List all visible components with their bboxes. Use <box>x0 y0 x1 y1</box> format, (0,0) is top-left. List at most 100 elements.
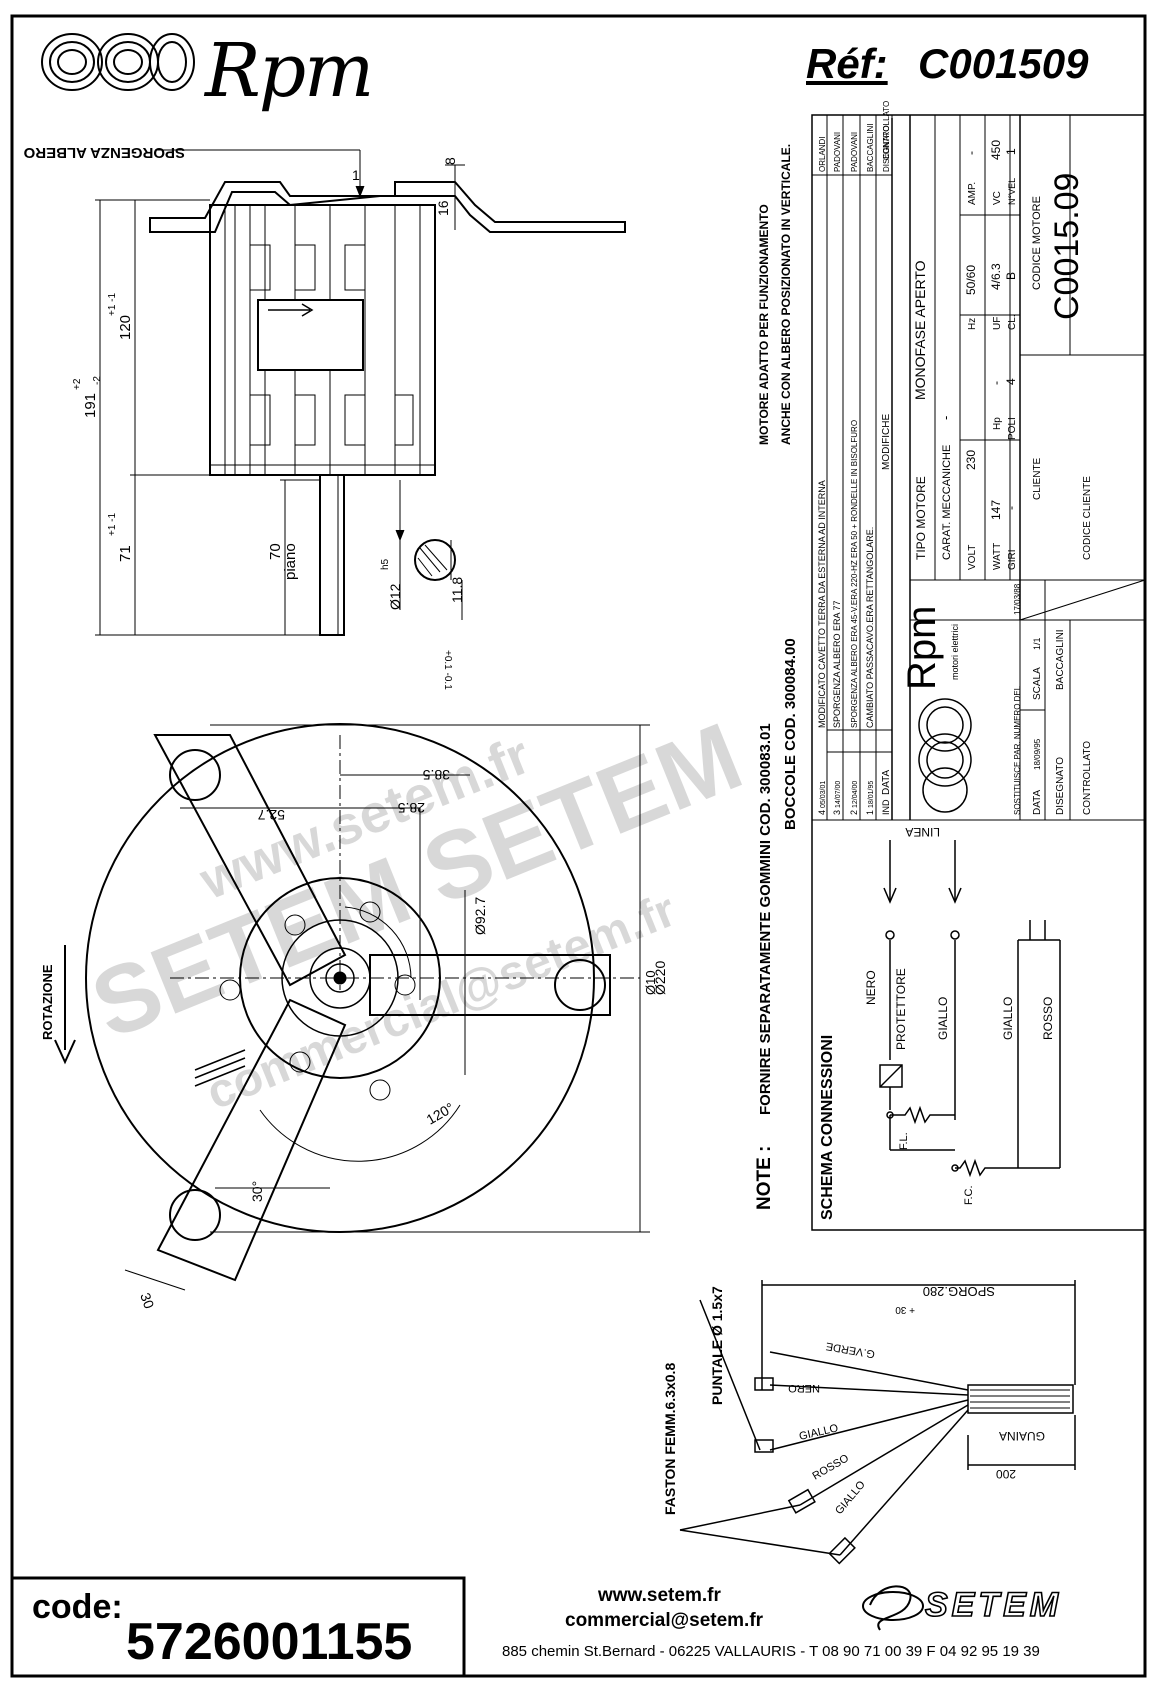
volt-label: VOLT <box>967 545 978 570</box>
dim-220: Ø220 <box>652 961 668 995</box>
schema-title: SCHEMA CONNESSIONI <box>819 1035 836 1220</box>
shaft-fit: h5 <box>380 558 391 570</box>
nvel-value: 1 <box>1004 148 1018 155</box>
hz-value: 50/60 <box>964 265 978 295</box>
revision-by: PADOVANI <box>850 132 859 172</box>
mounting-note-1: MOTORE ADATTO PER FUNZIONAMENTO <box>757 204 771 445</box>
uf-label: UF <box>992 317 1003 330</box>
poli-value: 4 <box>1004 378 1018 385</box>
hp-label: Hp <box>992 417 1003 430</box>
sporg-label: SPORG.280 <box>923 1284 995 1299</box>
revision-ind: 4 <box>817 810 827 815</box>
cl-label: CL. <box>1007 314 1018 330</box>
guaina-label: GUAINA <box>999 1429 1045 1443</box>
codice-motore-label: CODICE MOTORE <box>1031 196 1043 290</box>
code-label: code: <box>32 1588 123 1626</box>
scala-value: 1/1 <box>1032 637 1042 650</box>
amp-value: - <box>964 151 978 155</box>
body-height-dim: 120 <box>117 315 134 340</box>
revision-ind: 2 <box>849 810 859 815</box>
schema-fl: F.L. <box>898 1132 910 1150</box>
schema-linea: LINEA <box>905 825 940 839</box>
scala-label: SCALA <box>1032 667 1043 700</box>
shaft-diameter-dim: Ø12 <box>387 583 403 610</box>
front-view <box>54 723 650 1291</box>
reference-value: C001509 <box>918 40 1089 87</box>
shaft-length-tol: +1 -1 <box>107 512 118 536</box>
note-line1: FORNIRE SEPARATAMENTE GOMMINI COD. 30008… <box>757 723 774 1115</box>
volt-value: 230 <box>964 450 978 470</box>
wire-length-200: 200 <box>996 1467 1016 1481</box>
revision-date: 12/04/00 <box>852 781 859 808</box>
col-modifiche: MODIFICHE <box>881 414 892 470</box>
giri-label: GIRI <box>1007 549 1018 570</box>
revision-date: 18/01/95 <box>868 781 875 808</box>
revision-date: 14/07/00 <box>835 781 842 808</box>
hp-value: - <box>989 381 1003 385</box>
setem-logo-text: SETEM <box>924 1585 1063 1625</box>
footer-email[interactable]: commercial@setem.fr <box>565 1610 764 1631</box>
dim-52-7: 52.7 <box>258 807 285 823</box>
col-data: DATA <box>881 769 892 795</box>
dim-38-5: 38.5 <box>423 767 450 783</box>
note-label: NOTE : <box>754 1146 775 1210</box>
dim-92-7: Ø92.7 <box>472 897 488 935</box>
schema-giallo-1: GIALLO <box>936 997 950 1040</box>
data-label: DATA <box>1032 789 1043 815</box>
codice-cliente-label: CODICE CLIENTE <box>1082 476 1093 560</box>
vc-label: VC <box>992 191 1003 205</box>
revision-by: PADOVANI <box>833 132 842 172</box>
dim-8: 8 <box>442 157 458 165</box>
dim-16: 16 <box>435 200 451 216</box>
wire-giallo-2: GIALLO <box>833 1478 868 1516</box>
schema-fc: F.C. <box>963 1185 975 1205</box>
revision-date: 05/03/01 <box>820 781 827 808</box>
total-height-tol-lower: -2 <box>92 376 103 385</box>
tipo-value: MONOFASE APERTO <box>912 260 928 400</box>
reference-label: Réf: <box>806 40 888 87</box>
total-height-dim: 191 <box>82 393 99 418</box>
cl-value: B <box>1004 272 1018 280</box>
footer-boxes <box>10 1576 466 1678</box>
flat-label: piano <box>282 543 299 580</box>
flat-tol: +0.1 -0.1 <box>442 650 453 690</box>
schema-giallo-2: GIALLO <box>1001 997 1015 1040</box>
col-ind: IND <box>881 799 891 815</box>
rpm-logo-text: Rpm <box>205 28 374 114</box>
rpm-logo-icon <box>41 33 195 91</box>
carat-label: CARAT. MECCANICHE <box>941 445 953 560</box>
mounting-note-2: ANCHE CON ALBERO POSIZIONATO IN VERTICAL… <box>779 144 793 445</box>
col-disegnato: DISEGNATO <box>882 126 891 172</box>
carat-value: - <box>938 416 953 420</box>
dim-1: 1 <box>352 167 360 183</box>
footer-website[interactable]: www.setem.fr <box>598 1585 721 1606</box>
poli-label: POLI <box>1007 417 1018 440</box>
controllato-label: CONTROLLATO <box>1082 741 1093 815</box>
giri-value: - <box>1004 506 1018 510</box>
faston-label: FASTON FEMM.6.3x0.8 <box>662 1363 678 1515</box>
watermark: www.setem.fr SETEM SETEM commercial@sete… <box>78 703 756 1121</box>
disegnato-label: DISEGNATO <box>1055 757 1066 815</box>
flat-length-dim: 70 <box>267 543 284 560</box>
angle-120: 120° <box>424 1099 457 1127</box>
dim-28-5: 28.5 <box>398 800 425 816</box>
revision-ind: 1 <box>865 810 875 815</box>
hz-label: Hz <box>967 318 978 330</box>
wiring-schema <box>879 840 1061 1178</box>
sostituisce-value: 17/03/88 <box>1013 583 1022 615</box>
vc-value: 450 <box>989 140 1003 160</box>
note-line2: BOCCOLE COD. 300084.00 <box>782 638 799 830</box>
rotation-label: ROTAZIONE <box>40 964 55 1040</box>
nvel-label: N°VEL <box>1007 178 1017 205</box>
watt-value: 147 <box>989 500 1003 520</box>
schema-rosso: ROSSO <box>1041 997 1055 1040</box>
sostituisce-label: SOSTITUISCE PAR. NUMERO DEL <box>1013 685 1022 815</box>
total-height-tol-upper: +2 <box>72 378 83 390</box>
angle-30: 30° <box>249 1181 265 1202</box>
data-value: 18/09/95 <box>1033 738 1042 770</box>
cliente-label: CLIENTE <box>1032 457 1043 500</box>
revision-text: SPORGENZA ALBERO ERA 77 <box>832 600 842 728</box>
tipo-label: TIPO MOTORE <box>914 476 928 560</box>
revision-by: ORLANDI <box>818 136 827 172</box>
